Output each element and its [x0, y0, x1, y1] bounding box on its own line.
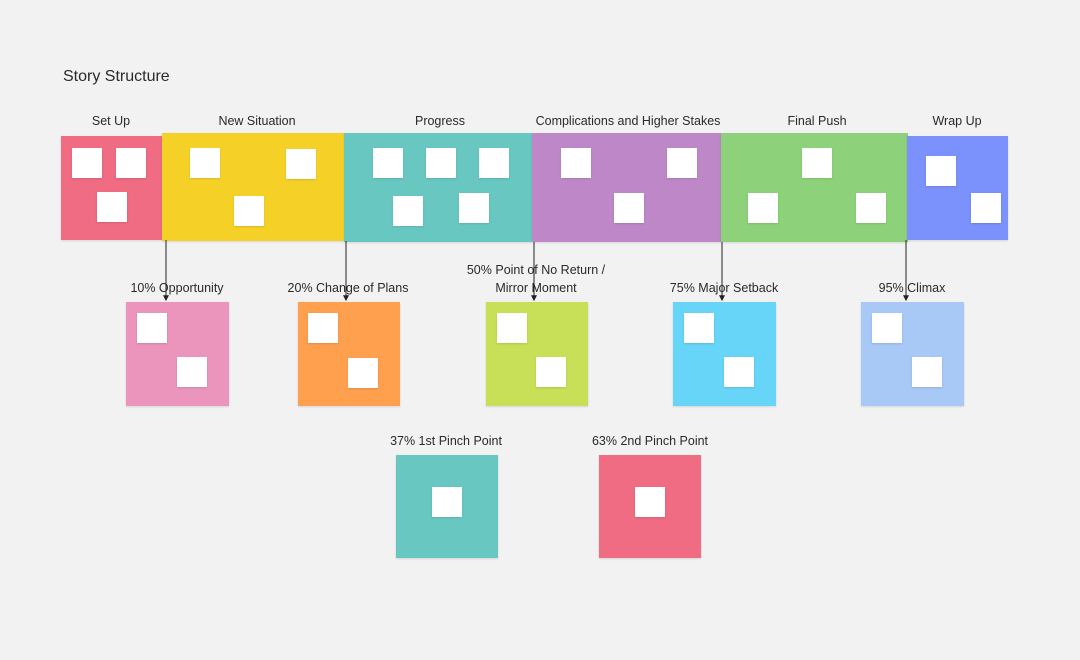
stage-complications-and-higher-stakes-sticky-note-1[interactable] — [561, 148, 591, 178]
milestone-10-opportunity-sticky-note-1[interactable] — [137, 313, 167, 343]
milestone-label-95-climax: 95% Climax — [878, 281, 946, 295]
milestone-50-point-of-no-return-sticky-note-2[interactable] — [536, 357, 566, 387]
milestone-20-change-of-plans-sticky-note-1[interactable] — [308, 313, 338, 343]
milestone-label-50-point-of-no-return: 50% Point of No Return /Mirror Moment — [466, 263, 606, 295]
stage-label-set-up: Set Up — [91, 114, 131, 128]
milestone-75-major-setback-sticky-note-1[interactable] — [684, 313, 714, 343]
milestone-label-20-change-of-plans: 20% Change of Plans — [287, 281, 409, 295]
milestone-20-change-of-plans-sticky-note-2[interactable] — [348, 358, 378, 388]
milestone-95-climax-sticky-note-1[interactable] — [872, 313, 902, 343]
stage-wrap-up-sticky-note-1[interactable] — [926, 156, 956, 186]
stage-progress-sticky-note-4[interactable] — [393, 196, 423, 226]
stage-final-push-sticky-note-2[interactable] — [748, 193, 778, 223]
stage-new-situation-sticky-note-1[interactable] — [190, 148, 220, 178]
stage-complications-and-higher-stakes-sticky-note-3[interactable] — [614, 193, 644, 223]
milestone-75-major-setback-sticky-note-2[interactable] — [724, 357, 754, 387]
stage-progress-sticky-note-1[interactable] — [373, 148, 403, 178]
stage-label-progress: Progress — [414, 114, 466, 128]
stage-complications-and-higher-stakes-sticky-note-2[interactable] — [667, 148, 697, 178]
stage-final-push-sticky-note-1[interactable] — [802, 148, 832, 178]
stage-label-wrap-up: Wrap Up — [932, 114, 982, 128]
stage-new-situation-sticky-note-3[interactable] — [234, 196, 264, 226]
stage-set-up-sticky-note-3[interactable] — [97, 192, 127, 222]
board-title: Story Structure — [63, 68, 170, 85]
milestone-label-75-major-setback: 75% Major Setback — [669, 281, 779, 295]
stage-progress-sticky-note-3[interactable] — [479, 148, 509, 178]
stage-set-up-sticky-note-2[interactable] — [116, 148, 146, 178]
pinch-label-37-1st-pinch-point: 37% 1st Pinch Point — [390, 434, 502, 448]
milestone-50-point-of-no-return-sticky-note-1[interactable] — [497, 313, 527, 343]
pinch-37-1st-pinch-point-sticky-note-1[interactable] — [432, 487, 462, 517]
milestone-95-climax-sticky-note-2[interactable] — [912, 357, 942, 387]
milestone-label-10-opportunity: 10% Opportunity — [130, 281, 224, 295]
stage-label-complications-and-higher-stakes: Complications and Higher Stakes — [535, 114, 721, 128]
stage-progress-sticky-note-5[interactable] — [459, 193, 489, 223]
stage-block-wrap-up[interactable] — [907, 136, 1008, 240]
stage-new-situation-sticky-note-2[interactable] — [286, 149, 316, 179]
stage-wrap-up-sticky-note-2[interactable] — [971, 193, 1001, 223]
stage-label-new-situation: New Situation — [218, 114, 296, 128]
stage-progress-sticky-note-2[interactable] — [426, 148, 456, 178]
stage-label-final-push: Final Push — [787, 114, 847, 128]
pinch-63-2nd-pinch-point-sticky-note-1[interactable] — [635, 487, 665, 517]
pinch-label-63-2nd-pinch-point: 63% 2nd Pinch Point — [591, 434, 709, 448]
stage-set-up-sticky-note-1[interactable] — [72, 148, 102, 178]
stage-final-push-sticky-note-3[interactable] — [856, 193, 886, 223]
milestone-10-opportunity-sticky-note-2[interactable] — [177, 357, 207, 387]
